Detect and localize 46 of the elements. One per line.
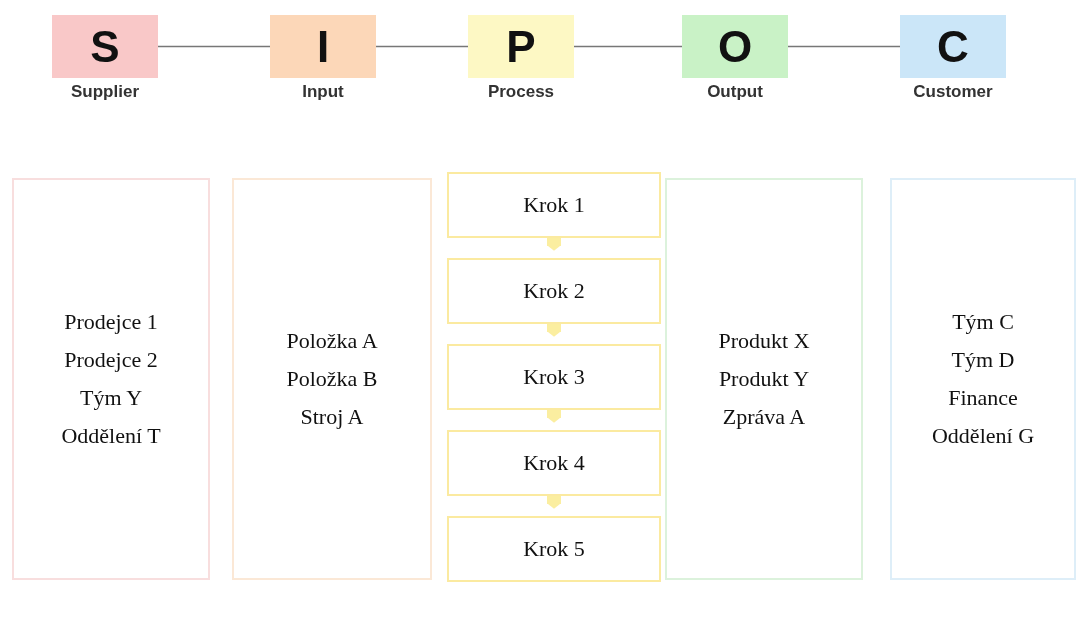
list-panel bbox=[890, 178, 1076, 580]
list-panel bbox=[665, 178, 863, 580]
step-box bbox=[447, 516, 661, 582]
list-item: Oddělení G bbox=[932, 423, 1034, 449]
step-box bbox=[447, 344, 661, 410]
step-label: Krok 3 bbox=[523, 364, 585, 390]
stage-caption: Customer bbox=[913, 82, 993, 102]
tile-letter: P bbox=[506, 24, 536, 69]
stage-caption: Process bbox=[487, 82, 555, 102]
block-arrow bbox=[547, 410, 561, 423]
tile-letter: C bbox=[937, 24, 969, 69]
list-panel bbox=[232, 178, 432, 580]
step-label: Krok 1 bbox=[523, 192, 585, 218]
list-item: Položka B bbox=[286, 366, 378, 392]
list-item: Produkt Y bbox=[718, 366, 810, 392]
list-item: Tým Y bbox=[79, 385, 143, 411]
tile-letter: S bbox=[90, 24, 120, 69]
step-box bbox=[447, 172, 661, 238]
list-item: Produkt X bbox=[718, 328, 810, 354]
step-label: Krok 2 bbox=[523, 278, 585, 304]
block-arrow bbox=[547, 238, 561, 251]
block-arrow bbox=[547, 496, 561, 509]
connector-line bbox=[375, 45, 469, 48]
list-item: Položka A bbox=[286, 328, 378, 354]
list-item: Prodejce 2 bbox=[64, 347, 158, 373]
list-item: Tým D bbox=[951, 347, 1015, 373]
stage-caption: Supplier bbox=[71, 82, 139, 102]
list-item: Finance bbox=[948, 385, 1018, 411]
step-box bbox=[447, 430, 661, 496]
list-panel bbox=[12, 178, 210, 580]
list-item: Stroj A bbox=[300, 404, 364, 430]
list-item: Prodejce 1 bbox=[64, 309, 158, 335]
connector-line bbox=[157, 45, 271, 48]
stage-caption: Input bbox=[302, 82, 344, 102]
block-arrow bbox=[547, 324, 561, 337]
list-item: Tým C bbox=[952, 309, 1014, 335]
step-label: Krok 4 bbox=[523, 450, 585, 476]
step-label: Krok 5 bbox=[523, 536, 585, 562]
tile-letter: O bbox=[717, 24, 753, 69]
stage-caption: Output bbox=[707, 82, 763, 102]
connector-line bbox=[787, 45, 901, 48]
step-box bbox=[447, 258, 661, 324]
tile-letter: I bbox=[316, 24, 330, 69]
list-item: Oddělení T bbox=[61, 423, 161, 449]
list-item: Zpráva A bbox=[722, 404, 806, 430]
connector-line bbox=[573, 45, 683, 48]
